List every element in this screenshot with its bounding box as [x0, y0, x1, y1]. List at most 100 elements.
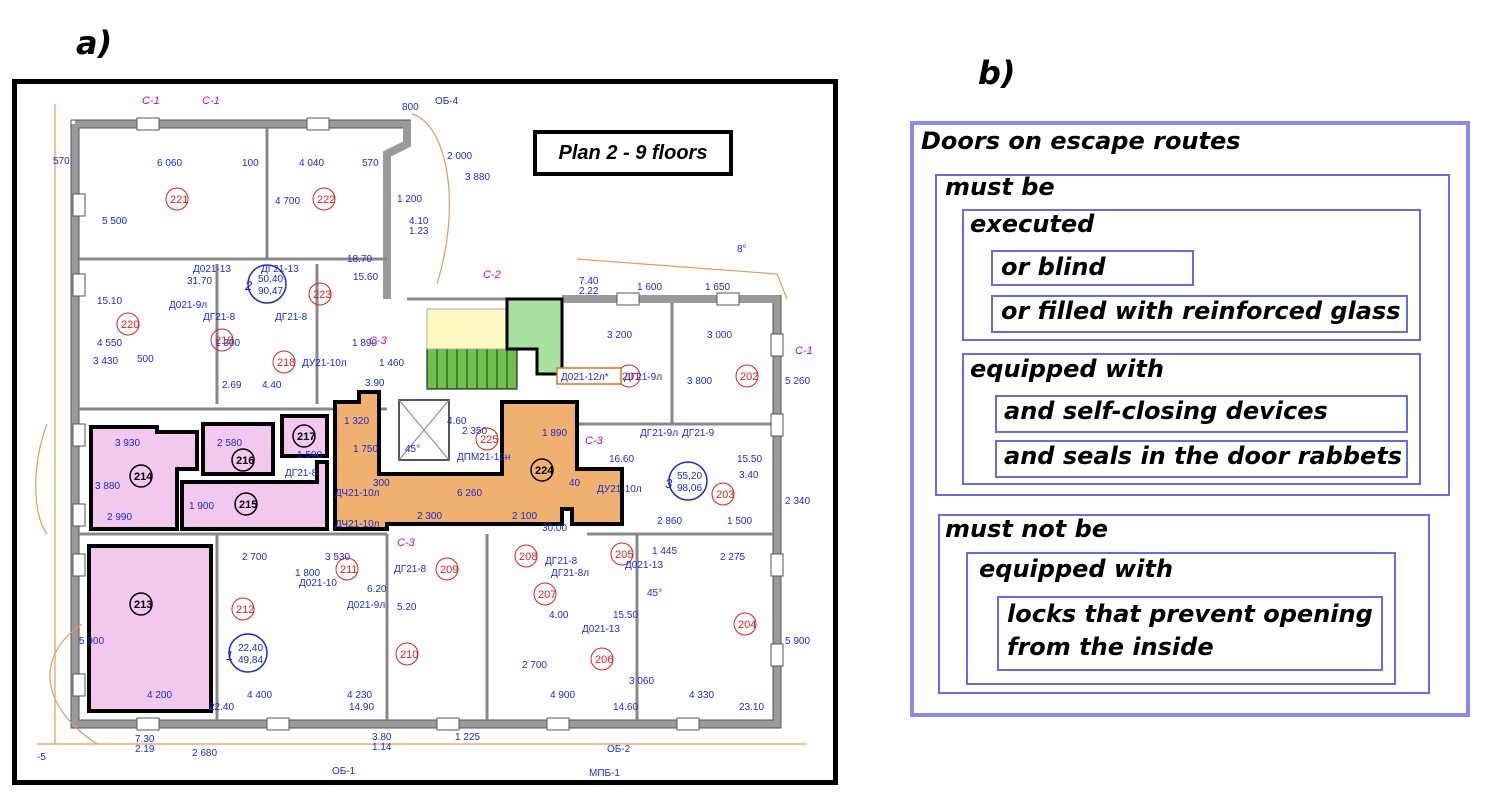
window-marks [72, 117, 784, 731]
svg-text:570: 570 [53, 156, 70, 167]
svg-text:15.10: 15.10 [97, 296, 122, 307]
panel-label-b: b) [978, 54, 1016, 92]
apartment-3: 3 55,20 98,06 [665, 471, 702, 494]
svg-text:3.80: 3.80 [372, 732, 392, 743]
svg-text:Д021-13: Д021-13 [582, 624, 620, 635]
equipped-label: equipped with [970, 355, 1164, 383]
svg-text:С-3: С-3 [397, 537, 416, 549]
svg-text:30.00: 30.00 [542, 523, 567, 534]
option-seals-box [995, 440, 1408, 478]
svg-text:Д021-12л*: Д021-12л* [561, 372, 609, 383]
svg-text:5.20: 5.20 [397, 602, 417, 613]
contour-lines [35, 104, 807, 745]
svg-text:ДГ21-9л: ДГ21-9л [624, 372, 662, 383]
svg-text:С-1: С-1 [142, 95, 160, 107]
svg-text:300: 300 [373, 478, 390, 489]
svg-text:4 900: 4 900 [550, 690, 575, 701]
svg-text:1 500: 1 500 [727, 516, 752, 527]
svg-text:ДГ21-8: ДГ21-8 [203, 312, 236, 323]
svg-text:Д021-9л: Д021-9л [169, 300, 207, 311]
svg-text:4 330: 4 330 [689, 690, 714, 701]
svg-text:4.10: 4.10 [409, 216, 429, 227]
svg-text:45°: 45° [647, 588, 662, 599]
room-206: 206 [595, 654, 613, 666]
must-be-label: must be [945, 173, 1055, 201]
svg-text:22,40: 22,40 [238, 643, 263, 654]
room-205: 205 [615, 549, 633, 561]
svg-text:1.23: 1.23 [409, 226, 429, 237]
svg-text:ОБ-2: ОБ-2 [607, 744, 631, 755]
svg-text:С-1: С-1 [202, 95, 220, 107]
svg-text:С-3: С-3 [585, 435, 604, 447]
svg-text:3: 3 [665, 476, 673, 491]
svg-text:2 680: 2 680 [192, 748, 217, 759]
option-locks-line1: locks that prevent opening [1007, 600, 1373, 628]
svg-text:100: 100 [242, 158, 259, 169]
svg-text:55,20: 55,20 [677, 471, 702, 482]
svg-text:500: 500 [137, 354, 154, 365]
svg-text:ДГ21-8: ДГ21-8 [394, 564, 427, 575]
svg-text:22.40: 22.40 [209, 702, 234, 713]
svg-text:С-1: С-1 [795, 345, 813, 357]
svg-text:ДГ21-8: ДГ21-8 [545, 556, 578, 567]
svg-text:3.90: 3.90 [365, 378, 385, 389]
svg-text:5 260: 5 260 [785, 376, 810, 387]
svg-text:2 700: 2 700 [242, 552, 267, 563]
svg-text:3 530: 3 530 [325, 552, 350, 563]
svg-text:1 650: 1 650 [705, 282, 730, 293]
svg-text:Д021-13: Д021-13 [193, 264, 231, 275]
svg-text:4 700: 4 700 [275, 196, 300, 207]
svg-text:1: 1 [226, 648, 233, 663]
floor-plan-drawing: 45° 221 222 223 220 219 218 217 216 215 … [35, 95, 813, 779]
svg-text:ОБ-1: ОБ-1 [332, 766, 356, 777]
svg-text:1 460: 1 460 [379, 358, 404, 369]
svg-text:1 890: 1 890 [352, 338, 377, 349]
svg-text:1 320: 1 320 [344, 416, 369, 427]
svg-text:1 750: 1 750 [353, 444, 378, 455]
svg-text:6.20: 6.20 [367, 584, 387, 595]
dimension-labels: 5 500 4 700 1 200 4.10 1.23 18.70 15.60 … [79, 194, 810, 759]
room-215: 215 [239, 499, 257, 511]
svg-text:4 040: 4 040 [299, 158, 324, 169]
room-208: 208 [519, 551, 537, 563]
room-223: 223 [313, 289, 331, 301]
room-210: 210 [400, 649, 418, 661]
svg-text:ДГ21-8л: ДГ21-8л [551, 568, 589, 579]
room-201: 201 [622, 371, 640, 383]
executed-label: executed [970, 210, 1095, 238]
svg-text:2 000: 2 000 [447, 151, 472, 162]
svg-text:1.14: 1.14 [372, 742, 392, 753]
svg-text:50,40: 50,40 [258, 274, 283, 285]
must-not-equipped-label: equipped with [979, 555, 1173, 583]
svg-text:4 550: 4 550 [97, 338, 122, 349]
svg-text:Д021-13: Д021-13 [625, 560, 663, 571]
root-label: Doors on escape routes [921, 127, 1241, 155]
svg-text:3 060: 3 060 [629, 676, 654, 687]
room-224: 224 [535, 465, 554, 477]
svg-text:ОБ-4: ОБ-4 [435, 96, 459, 107]
svg-text:8°: 8° [737, 244, 747, 255]
escape-corridor [333, 390, 624, 531]
svg-text:7.30: 7.30 [135, 734, 155, 745]
room-204: 204 [738, 619, 756, 631]
svg-text:14.60: 14.60 [613, 702, 638, 713]
highlighted-rooms [87, 414, 329, 713]
room-219: 219 [215, 335, 233, 347]
svg-text:2 340: 2 340 [785, 496, 810, 507]
door-tag-highlighted: Д021-12л* [556, 367, 622, 385]
svg-text:4 200: 4 200 [147, 690, 172, 701]
svg-text:2 700: 2 700 [522, 660, 547, 671]
room-211: 211 [340, 564, 358, 576]
svg-text:570: 570 [362, 158, 379, 169]
svg-text:3 200: 3 200 [607, 330, 632, 341]
svg-text:6 260: 6 260 [457, 488, 482, 499]
svg-text:3 930: 3 930 [115, 438, 140, 449]
svg-text:ДЧ21-10л: ДЧ21-10л [335, 519, 380, 530]
svg-text:4.40: 4.40 [262, 380, 282, 391]
must-not-be-label: must not be [945, 515, 1109, 543]
svg-text:15.60: 15.60 [353, 272, 378, 283]
lift-label: 45° [405, 444, 420, 455]
svg-text:3.40: 3.40 [739, 470, 759, 481]
room-209: 209 [440, 564, 458, 576]
svg-text:-5: -5 [37, 752, 46, 763]
